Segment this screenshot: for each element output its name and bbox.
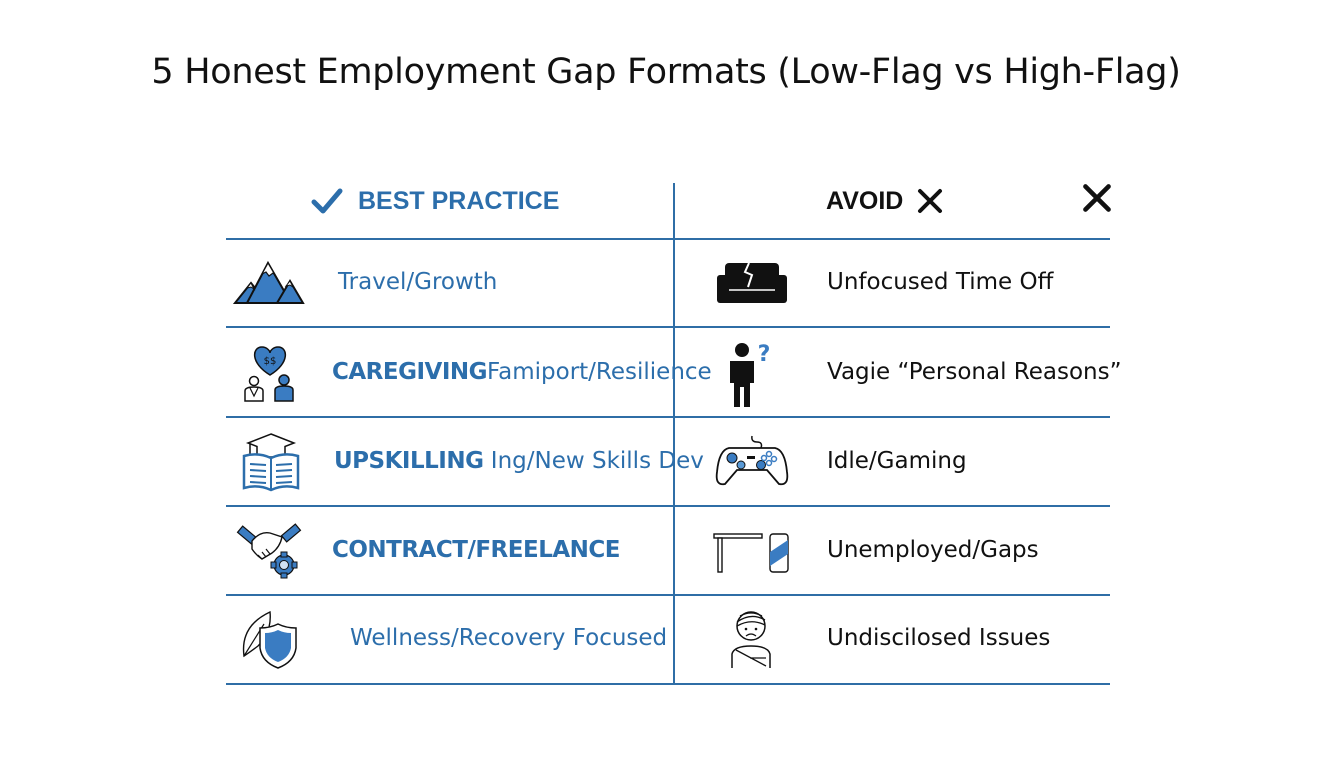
broken-couch-icon — [714, 258, 790, 306]
graduation-book-icon — [240, 432, 302, 494]
game-controller-icon — [714, 432, 790, 488]
avoid-item: Vagie “Personal Reasons” — [827, 359, 1122, 385]
best-practice-header: BEST PRACTICE — [310, 180, 559, 222]
row-divider — [226, 505, 1110, 507]
desk-can-icon — [712, 530, 790, 574]
best-practice-item: Wellness/Recovery Focused — [350, 625, 668, 651]
x-icon — [1083, 184, 1111, 212]
table-bottom-border — [226, 683, 1110, 685]
svg-text:?: ? — [758, 342, 771, 367]
svg-text:$$: $$ — [264, 356, 277, 367]
best-practice-item: Travel/Growth — [338, 269, 498, 295]
avoid-item: Unemployed/Gaps — [827, 537, 1039, 563]
best-practice-label: BEST PRACTICE — [358, 186, 560, 215]
x-icon — [918, 189, 943, 213]
checkmark-icon — [311, 188, 343, 214]
avoid-item: Unfocused Time Off — [827, 269, 1054, 295]
handshake-gear-icon — [236, 518, 302, 582]
caregiving-heart-people-icon: $$ — [240, 343, 300, 403]
best-practice-item: UPSKILLING Ing/New Skills Dev — [334, 448, 704, 474]
best-practice-item: CAREGIVINGFamiport/Resilience — [332, 359, 712, 385]
person-question-icon: ? — [724, 340, 776, 410]
avoid-item: Undiscilosed Issues — [827, 625, 1051, 651]
avoid-item: Idle/Gaming — [827, 448, 967, 474]
column-divider — [673, 183, 675, 685]
row-divider — [226, 326, 1110, 328]
leaf-shield-icon — [240, 606, 300, 670]
mountains-icon — [232, 258, 306, 306]
bandaged-person-icon — [726, 608, 776, 670]
header-divider — [226, 238, 1110, 240]
avoid-label: AVOID — [826, 186, 904, 215]
row-divider — [226, 416, 1110, 418]
best-practice-item: CONTRACT/FREELANCE — [332, 537, 621, 563]
page-title: 5 Honest Employment Gap Formats (Low-Fla… — [151, 52, 1181, 92]
row-divider — [226, 594, 1110, 596]
avoid-header: AVOID — [826, 180, 943, 222]
